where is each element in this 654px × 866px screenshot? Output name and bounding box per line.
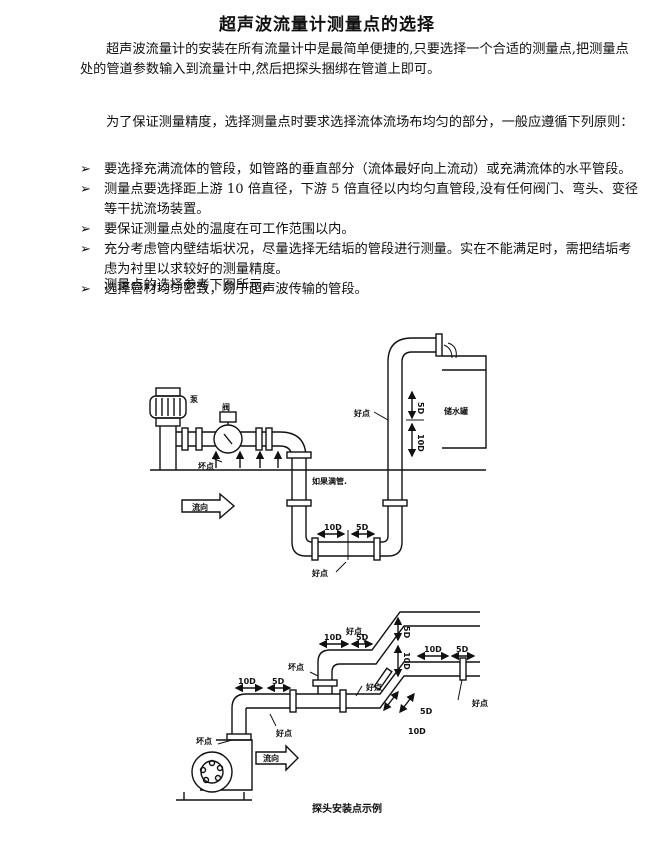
principle-text: 为了保证测量精度，选择测量点时要求选择流体流场布均匀的部分，一般应遵循下列原则： <box>106 115 634 130</box>
good-point-bottom-label: 好点 <box>311 568 328 578</box>
dim-10d-diag: 10D <box>408 727 426 736</box>
good-right-label: 好点 <box>471 698 488 708</box>
dim-5d-b: 5D <box>356 633 369 642</box>
valve-label: 阀 <box>222 402 230 412</box>
list-item: ➢选择管材均匀密致，易于超声波传输的管段。 <box>80 280 640 300</box>
good-top-label: 好点 <box>345 626 362 636</box>
principle-paragraph: 为了保证测量精度，选择测量点时要求选择流体流场布均匀的部分，一般应遵循下列原则： <box>80 113 640 133</box>
arrow-bullet-icon: ➢ <box>80 282 92 297</box>
page-title: 超声波流量计测量点的选择 <box>219 15 435 35</box>
dim-10d-vert: 10D <box>402 652 411 670</box>
dim-5d-a: 5D <box>272 677 285 686</box>
diagram-bottom <box>176 611 480 801</box>
bad-point-label: 坏点 <box>198 461 214 471</box>
list-item: ➢要保证测量点处的温度在可工作范围以内。 <box>80 220 640 240</box>
diagram-caption: 探头安装点示例 <box>312 802 382 815</box>
arrow-bullet-icon: ➢ <box>80 182 92 197</box>
dim-5d-label: 5D <box>356 523 369 532</box>
dim-10d-a: 10D <box>238 677 256 686</box>
reference-text: 测量点的选择参考下图所示。 <box>104 278 276 293</box>
flow-label-2: 流向 <box>263 753 279 763</box>
bad-left-label: 坏点 <box>288 662 304 672</box>
intro-text: 超声波流量计的安装在所有流量计中是最简单便捷的,只要选择一个合适的测量点,把测量… <box>80 42 629 77</box>
dim-5d-vert: 5D <box>402 626 411 639</box>
diagram-top <box>149 333 487 573</box>
list-item: ➢充分考虑管内壁结垢状况，尽量选择无结垢的管段进行测量。实在不能满足时，需把结垢… <box>80 242 632 277</box>
principle-list: ➢要选择充满流体的管段，如管路的垂直部分（流体最好向上流动）或充满流体的水平管段… <box>80 160 640 300</box>
valve-icon <box>213 411 243 454</box>
diagram-top-labels: 泵 阀 坏点 好点 储水罐 如果满管. 流向 10D 5D 5D 10D 好点 <box>190 395 468 578</box>
arrow-bullet-icon: ➢ <box>80 242 92 257</box>
dim-10d-label: 10D <box>324 523 342 532</box>
dim-5d-vertical-label: 5D <box>416 402 425 415</box>
centrifugal-pump-icon <box>176 739 253 801</box>
arrow-bullet-icon: ➢ <box>80 222 92 237</box>
intro-paragraph: 超声波流量计的安装在所有流量计中是最简单便捷的,只要选择一个合适的测量点,把测量… <box>80 40 640 80</box>
dim-10d-c: 10D <box>424 645 442 654</box>
dim-5d-diag: 5D <box>420 707 433 716</box>
arrow-bullet-icon: ➢ <box>80 162 92 177</box>
dim-10d-b: 10D <box>324 633 342 642</box>
list-item: ➢要选择充满流体的管段，如管路的垂直部分（流体最好向上流动）或充满流体的水平管段… <box>80 160 640 180</box>
pump-label: 泵 <box>190 395 198 404</box>
good-point-label: 好点 <box>353 408 370 418</box>
good-low-label: 好点 <box>275 728 292 738</box>
if-full-label: 如果满管. <box>312 476 347 486</box>
bad-pump-label: 坏点 <box>196 736 212 746</box>
dim-10d-vertical-label: 10D <box>416 434 425 452</box>
dim-5d-c: 5D <box>456 645 469 654</box>
diagram-bottom-labels: 好点 坏点 好点 好点 坏点 好点 流向 10D 5D 10D 5D 10D 5… <box>196 626 488 815</box>
good-middle-label: 好点 <box>365 682 382 692</box>
list-item: ➢测量点要选择距上游 10 倍直径，下游 5 倍直径以内均匀直管段,没有任何阀门… <box>80 182 639 217</box>
flow-label: 流向 <box>192 502 208 512</box>
tank-label: 储水罐 <box>443 406 468 416</box>
pump-icon <box>149 387 187 470</box>
